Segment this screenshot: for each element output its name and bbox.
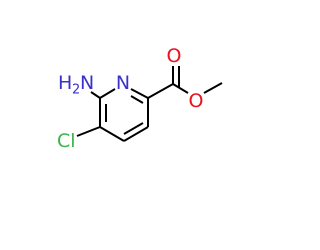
bond-c6-carbonyl (147, 83, 174, 99)
ester-o-label: O (189, 90, 204, 112)
bond-ester-o-methyl (203, 82, 223, 94)
bond-carbonyl-ester-o (172, 83, 189, 94)
bond-c2-n1 (99, 88, 116, 99)
bond-c4-c3 (99, 126, 125, 142)
ring-n-label: N (116, 72, 130, 94)
amine-h-label: H (58, 72, 72, 94)
amine-h-count: 2 (72, 83, 80, 98)
bond-c5-c4 (123, 126, 149, 142)
bonds (76, 66, 223, 142)
bond-c5-c4-double (123, 122, 144, 135)
bond-c3-cl (76, 126, 101, 137)
amine-n-label: N (80, 72, 94, 94)
carbonyl-o-label: O (167, 45, 182, 67)
bond-n1-c6 (130, 88, 149, 99)
chlorine-label: Cl (57, 130, 76, 152)
bond-n1-c6-double (130, 95, 144, 104)
bond-c2-nh2 (90, 91, 101, 99)
